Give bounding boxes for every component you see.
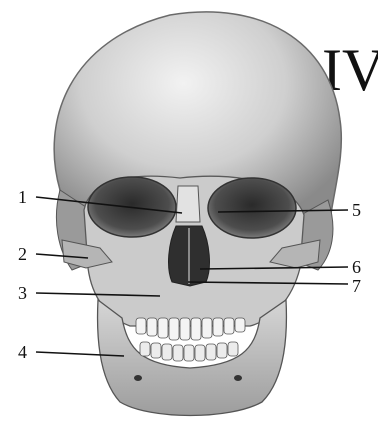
label-3: 3 [18, 283, 27, 303]
lower-teeth [140, 342, 238, 361]
label-7: 7 [352, 276, 361, 296]
right-orbit [208, 178, 296, 238]
label-1: 1 [18, 187, 27, 207]
label-5: 5 [352, 200, 361, 220]
right-mental-foramen [234, 375, 242, 381]
nasal-bone [176, 186, 200, 222]
left-mental-foramen [134, 375, 142, 381]
label-4: 4 [18, 342, 27, 362]
label-6: 6 [352, 257, 361, 277]
label-2: 2 [18, 244, 27, 264]
